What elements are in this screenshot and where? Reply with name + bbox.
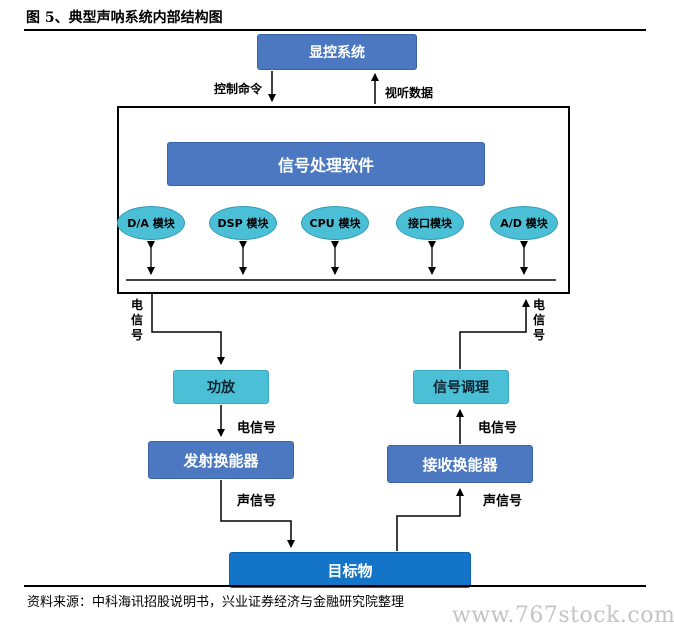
figure-title: 图 5、典型声呐系统内部结构图 <box>26 10 223 26</box>
signal-processing-frame <box>117 106 570 294</box>
source-note: 资料来源：中科海讯招股说明书，兴业证券经济与金融研究院整理 <box>27 595 405 610</box>
target-object-box: 目标物 <box>229 552 471 588</box>
top-divider <box>24 29 646 31</box>
bottom-divider <box>24 585 646 587</box>
elec-signal-right-vertical-label: 电信号 <box>532 298 545 342</box>
tx-to-target-path <box>220 480 295 548</box>
transmit-transducer-box: 发射换能器 <box>148 441 294 479</box>
sound-signal-right-label: 声信号 <box>483 494 523 509</box>
conditioning-to-frame-path <box>459 299 530 369</box>
module-interface: 接口模块 <box>396 206 464 240</box>
power-amplifier-box: 功放 <box>173 370 269 404</box>
elec-signal-right-label: 电信号 <box>478 421 518 436</box>
sound-signal-left-label: 声信号 <box>237 494 277 509</box>
control-command-label: 控制命令 <box>214 82 263 96</box>
target-to-rx-path <box>396 488 464 551</box>
video-data-label: 视听数据 <box>385 86 434 100</box>
receive-transducer-box: 接收换能器 <box>387 445 533 483</box>
elec-signal-left-label: 电信号 <box>237 421 277 436</box>
module-ad: A/D 模块 <box>490 206 558 240</box>
frame-to-amp-path <box>151 294 225 365</box>
signal-processing-software-box: 信号处理软件 <box>167 142 485 186</box>
signal-conditioning-box: 信号调理 <box>413 370 509 404</box>
display-control-system-box: 显控系统 <box>257 34 417 70</box>
elec-signal-left-vertical-label: 电信号 <box>130 298 143 342</box>
watermark: www.767stock.com <box>452 603 674 628</box>
module-cpu: CPU 模块 <box>301 206 369 240</box>
module-bus-arrows <box>147 241 528 275</box>
module-dsp: DSP 模块 <box>209 206 277 240</box>
module-da: D/A 模块 <box>117 206 185 240</box>
